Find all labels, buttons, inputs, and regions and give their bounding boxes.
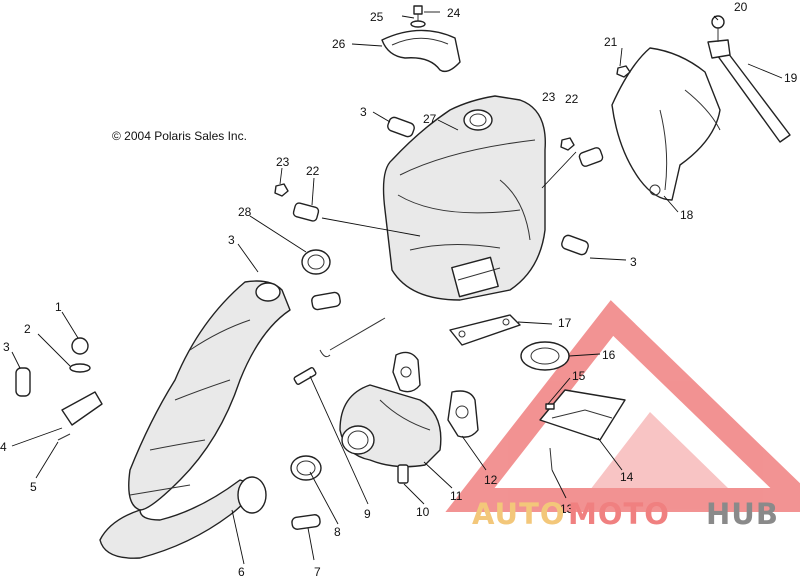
callout-28: 28: [238, 205, 252, 219]
part-17-bracket-plate: [449, 314, 521, 346]
part-6-expansion-chamber: [99, 280, 291, 559]
part-7-spring: [291, 514, 321, 530]
leader-lines: [11, 11, 783, 565]
part-4-bracket: [61, 391, 103, 426]
callout-16: 16: [602, 348, 616, 362]
part-2-washer: [69, 363, 91, 373]
part-8-gasket: [290, 455, 322, 481]
callout-10: 10: [416, 505, 430, 519]
part-3-spring-top: [387, 116, 415, 138]
part-3-spring-right: [561, 234, 589, 256]
part-19-strap: [707, 39, 791, 143]
part-24-25-bolt-washer: [410, 5, 426, 28]
callout-6: 6: [238, 565, 245, 576]
callout-3-top: 3: [360, 105, 367, 119]
part-27-muffler: [382, 95, 546, 301]
part-5-screw: [57, 433, 71, 441]
part-16-gasket: [520, 341, 570, 371]
part-22-grommet-center: [292, 202, 320, 222]
callout-22-right: 22: [565, 92, 579, 106]
callout-24: 24: [447, 6, 461, 20]
callout-15: 15: [572, 369, 586, 383]
part-23-nut-center: [274, 183, 289, 197]
callout-1: 1: [55, 300, 62, 314]
callout-3-left: 3: [3, 340, 10, 354]
part-22-grommet-right: [578, 147, 604, 167]
part-28-gasket: [301, 249, 331, 275]
callout-14: 14: [620, 470, 634, 484]
part-18-heat-shield: [611, 47, 721, 201]
callout-26: 26: [332, 37, 346, 51]
watermark-moto: MOTO: [568, 497, 670, 531]
watermark-logo: [445, 300, 800, 512]
part-10-stud: [397, 464, 409, 484]
callout-11: 11: [450, 489, 463, 503]
part-3-spring-mid: [311, 291, 341, 311]
watermark-hub: HUB: [706, 497, 779, 531]
callout-17: 17: [558, 316, 572, 330]
callout-9: 9: [364, 507, 371, 521]
part-12-flange-gasket: [447, 390, 479, 438]
callout-19: 19: [784, 71, 798, 85]
part-14-plate: [539, 389, 626, 441]
part-15-clip: [545, 403, 555, 410]
callout-7: 7: [314, 565, 321, 576]
part-20-bolt: [711, 15, 725, 42]
callout-2: 2: [24, 322, 31, 336]
callout-3-right: 3: [630, 255, 637, 269]
callout-25: 25: [370, 10, 384, 24]
callout-12: 12: [484, 473, 498, 487]
copyright-text: © 2004 Polaris Sales Inc.: [112, 129, 247, 143]
part-13-pin: [549, 447, 553, 471]
callout-21: 21: [604, 35, 618, 49]
part-3-spring-left: [15, 367, 31, 397]
part-26-heat-shield: [381, 29, 461, 73]
callout-20: 20: [734, 0, 748, 14]
watermark-triangle-outer: [445, 300, 800, 512]
callout-18: 18: [680, 208, 694, 222]
callout-13: 13: [560, 502, 574, 516]
part-21-nut: [616, 65, 631, 78]
callout-5: 5: [30, 480, 37, 494]
watermark-text: AUTO MOTO HUB: [472, 497, 779, 531]
part-9-sensor-wire: [293, 317, 386, 385]
watermark-auto: AUTO: [472, 497, 566, 531]
callout-23-right: 23: [542, 90, 556, 104]
callout-4: 4: [0, 440, 7, 454]
callout-22-center: 22: [306, 164, 320, 178]
part-11-flange-gasket: [392, 351, 421, 393]
callout-23-center: 23: [276, 155, 290, 169]
callout-8: 8: [334, 525, 341, 539]
part-23-nut-right: [560, 137, 575, 151]
watermark-triangle-inner: [590, 412, 730, 490]
callout-27: 27: [423, 112, 437, 126]
part-1-cap: [71, 337, 89, 355]
callout-3-mid: 3: [228, 233, 235, 247]
part-11-manifold: [339, 384, 442, 468]
